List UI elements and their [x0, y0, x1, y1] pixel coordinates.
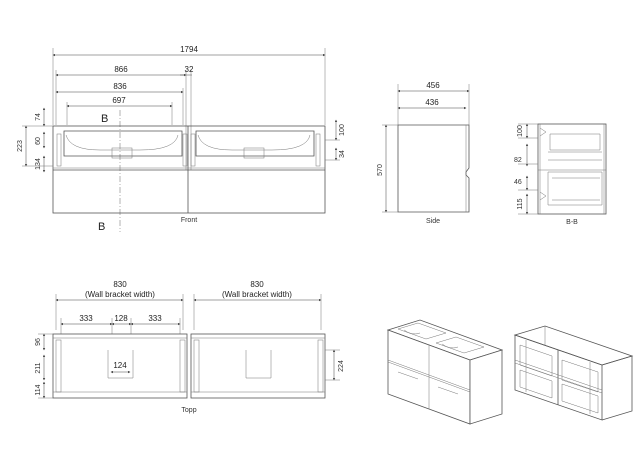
top-dim-224: 224	[338, 360, 345, 372]
isometric-frame	[513, 325, 634, 421]
top-right-width: 830	[250, 280, 264, 289]
top-view: 830 (Wall bracket width) 830 (Wall brack…	[35, 280, 345, 414]
section-view: 100 82 46 115 B-B	[514, 123, 607, 226]
dim-gap: 32	[185, 65, 194, 74]
dim-height: 570	[377, 164, 384, 176]
top-left-caption: (Wall bracket width)	[85, 290, 155, 299]
dim-basin-width: 866	[114, 65, 128, 74]
front-label: Front	[181, 217, 197, 224]
top-dim-114: 114	[35, 384, 42, 395]
section-dim-46: 46	[514, 179, 522, 186]
dim-134: 134	[35, 158, 42, 170]
dim-74: 74	[35, 113, 42, 121]
top-dim-96: 96	[35, 338, 42, 346]
isometric-closed	[386, 319, 504, 425]
dim-34: 34	[339, 150, 346, 158]
top-dim-333a: 333	[79, 314, 93, 323]
dim-sink-width: 697	[112, 96, 126, 105]
side-label: Side	[426, 218, 440, 225]
side-cabinet	[397, 124, 470, 213]
dim-overall-width: 1794	[180, 45, 198, 54]
side-view: 456 436 570 Side	[377, 81, 470, 225]
section-mark-top: B	[101, 113, 108, 125]
dim-100: 100	[339, 124, 346, 136]
top-dim-333b: 333	[148, 314, 162, 323]
top-label: Topp	[181, 407, 196, 414]
section-mark-bottom: B	[98, 221, 105, 233]
top-right-cabinet	[190, 333, 326, 399]
top-dim-211: 211	[35, 362, 42, 373]
front-cabinet	[52, 125, 326, 214]
dim-depth-outer: 456	[426, 81, 440, 90]
top-dim-124: 124	[113, 361, 127, 370]
top-left-width: 830	[113, 280, 127, 289]
section-cabinet	[537, 123, 607, 215]
section-label: B-B	[566, 219, 578, 226]
dim-depth-inner: 436	[425, 98, 439, 107]
dim-60: 60	[35, 137, 42, 145]
section-dim-115: 115	[517, 198, 524, 209]
front-view: 1794 866 32 836 697 B B	[17, 45, 346, 233]
top-right-caption: (Wall bracket width)	[222, 290, 292, 299]
section-dim-100: 100	[517, 125, 524, 137]
dim-inner-width: 836	[113, 82, 127, 91]
top-left-cabinet	[52, 333, 188, 399]
section-dim-82: 82	[514, 157, 522, 164]
dim-223: 223	[17, 140, 24, 152]
top-dim-128: 128	[114, 314, 128, 323]
